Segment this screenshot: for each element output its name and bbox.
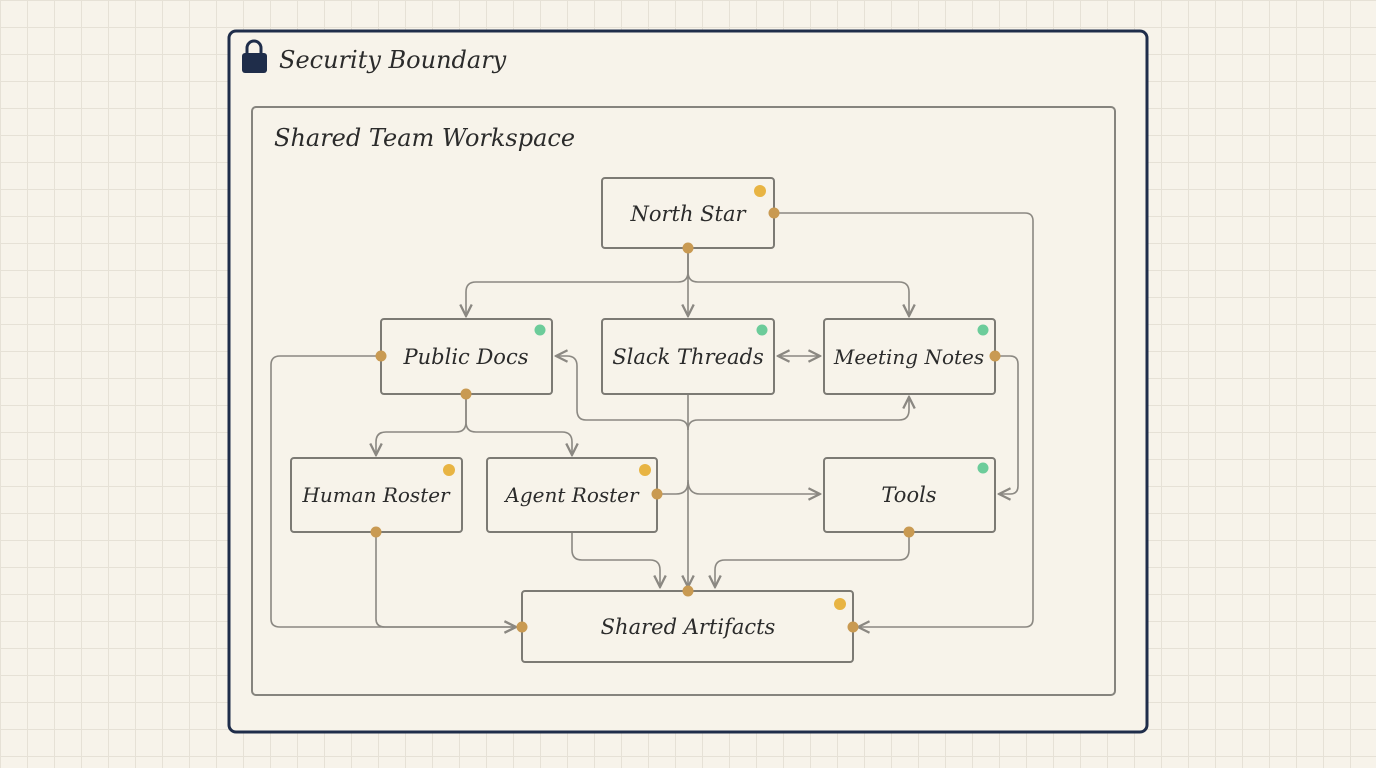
edge-north-star-shared-artifacts [774,212,1034,627]
edge-public-docs-human-roster [376,394,467,455]
edge-public-docs-agent-roster [465,394,572,455]
ports [370,207,1001,633]
edge-slack-threads-public-docs [556,356,689,431]
port-agent-roster-right[interactable] [651,488,663,500]
edges [270,212,1034,627]
node-agent-roster[interactable]: Agent Roster [486,457,658,533]
node-tools[interactable]: Tools [823,457,996,533]
workspace-title: Shared Team Workspace [274,124,575,152]
node-north-star[interactable]: North Star [601,177,775,249]
status-dot-green [534,324,546,336]
port-north-star-right[interactable] [768,207,780,219]
shared-team-workspace: Shared Team Workspace [251,106,1116,696]
node-label: Public Docs [403,345,529,369]
node-label: Meeting Notes [833,345,984,369]
status-dot-amber [639,464,651,476]
security-boundary-title: Security Boundary [279,46,507,74]
port-tools-bottom[interactable] [903,526,915,538]
edge-tools-shared-artifacts [715,532,910,587]
status-dot-amber [834,598,846,610]
edge-public-docs-shared-artifacts [270,355,516,627]
edge-north-star-meeting-notes [687,248,909,316]
port-human-roster-bottom[interactable] [370,526,382,538]
port-north-star-bottom[interactable] [682,242,694,254]
nodes: North Star Public Docs Slack Threads Mee… [290,177,996,663]
status-dot-amber [754,185,766,197]
node-label: North Star [629,202,747,226]
edge-meeting-notes-tools [995,355,1019,494]
edge-agent-roster-trunk [657,481,689,495]
port-public-docs-bottom[interactable] [460,388,472,400]
node-label: Tools [881,483,936,507]
node-label: Slack Threads [612,345,764,369]
edge-human-roster-shared-artifacts [375,532,516,627]
edge-agent-roster-shared-artifacts [571,532,660,587]
status-dot-green [977,324,989,336]
port-meeting-notes-right[interactable] [989,350,1001,362]
node-label: Shared Artifacts [601,615,776,639]
node-meeting-notes[interactable]: Meeting Notes [823,318,996,395]
status-dot-green [756,324,768,336]
node-label: Agent Roster [503,483,640,507]
edge-slack-threads-meeting-notes-bottom [687,397,909,431]
port-public-docs-left[interactable] [375,350,387,362]
node-label: Human Roster [301,483,451,507]
lock-icon [242,39,267,73]
node-shared-artifacts[interactable]: Shared Artifacts [521,590,854,663]
node-public-docs[interactable]: Public Docs [380,318,553,395]
port-shared-artifacts-left[interactable] [516,621,528,633]
status-dot-amber [443,464,455,476]
status-dot-green [977,462,989,474]
node-human-roster[interactable]: Human Roster [290,457,463,533]
port-shared-artifacts-right[interactable] [847,621,859,633]
port-shared-artifacts-top[interactable] [682,585,694,597]
node-slack-threads[interactable]: Slack Threads [601,318,775,395]
workspace-frame [251,106,1116,696]
